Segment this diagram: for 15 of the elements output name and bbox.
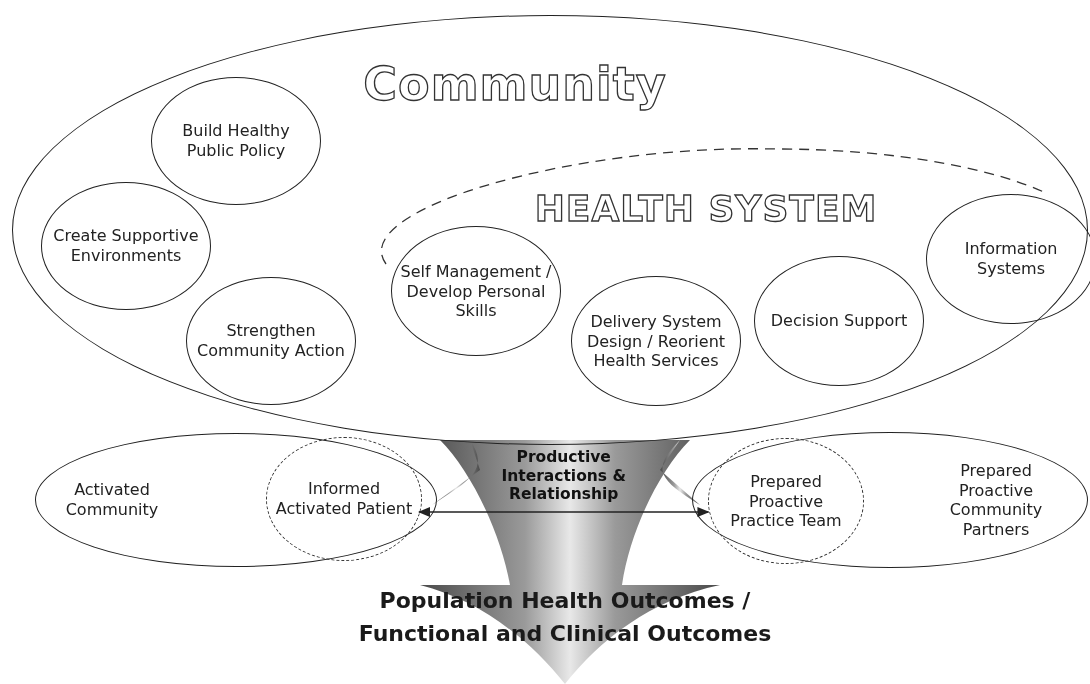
double-arrow: [418, 507, 710, 517]
node-text: Delivery System Design / Reorient Health Services: [585, 311, 727, 371]
node-text: Self Management / Develop Personal Skills: [400, 261, 552, 321]
node-text: Prepared Proactive Community Partners: [948, 460, 1044, 540]
outlined-heading: Community: [362, 56, 668, 113]
node-text: Informed Activated Patient: [275, 479, 413, 519]
edge-label: Productive Interactions & Relationship: [500, 448, 627, 504]
outlined-heading: HEALTH SYSTEM: [533, 187, 879, 231]
node-text: Build Healthy Public Policy: [181, 121, 291, 161]
node-text: Activated Community: [64, 480, 160, 520]
node-text: Decision Support: [769, 311, 909, 331]
node-text: Strengthen Community Action: [196, 321, 346, 361]
node-text: Create Supportive Environments: [52, 226, 200, 266]
node-text: Prepared Proactive Practice Team: [729, 471, 843, 531]
node-text: Information Systems: [963, 239, 1059, 279]
